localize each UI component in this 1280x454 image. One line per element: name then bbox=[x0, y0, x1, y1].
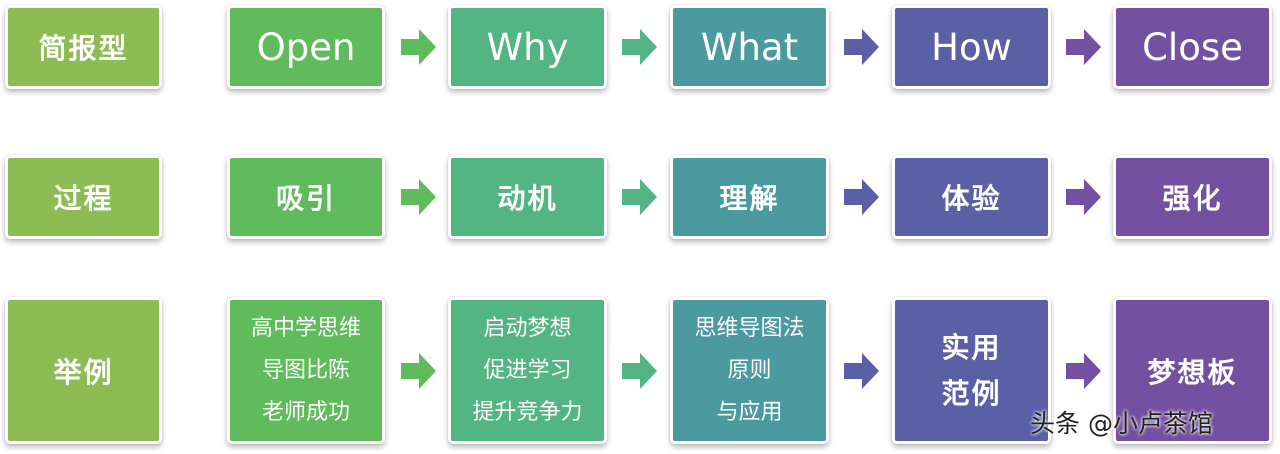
stage-attract: 吸引 bbox=[227, 155, 385, 239]
example-stage-1-line-3: 老师成功 bbox=[261, 399, 350, 425]
stage-open: Open bbox=[227, 5, 385, 89]
arrow-right-icon bbox=[401, 179, 436, 215]
example-stage-2-line-2: 促进学习 bbox=[483, 357, 572, 383]
example-stage-2: 启动梦想 促进学习 提升竞争力 bbox=[448, 297, 607, 444]
example-stage-2-line-1: 启动梦想 bbox=[483, 315, 572, 341]
example-stage-3: 思维导图法 原则 与应用 bbox=[670, 297, 829, 444]
example-stage-4: 实用 范例 bbox=[892, 297, 1051, 444]
example-stage-3-line-3: 与应用 bbox=[716, 399, 783, 425]
example-stage-1: 高中学思维 导图比陈 老师成功 bbox=[227, 297, 385, 444]
row-label-example: 举例 bbox=[5, 297, 162, 444]
example-stage-1-line-2: 导图比陈 bbox=[261, 357, 350, 383]
arrow-right-icon bbox=[1066, 29, 1101, 65]
arrow-right-icon bbox=[622, 353, 657, 389]
example-stage-2-line-3: 提升竞争力 bbox=[472, 399, 583, 425]
arrow-right-icon bbox=[401, 353, 436, 389]
arrow-right-icon bbox=[844, 29, 879, 65]
arrow-right-icon bbox=[622, 29, 657, 65]
arrow-right-icon bbox=[1066, 353, 1101, 389]
stage-reinforce: 强化 bbox=[1113, 155, 1272, 239]
example-stage-4-line-2: 范例 bbox=[941, 376, 1002, 410]
arrow-right-icon bbox=[844, 353, 879, 389]
example-stage-4-line-1: 实用 bbox=[941, 330, 1002, 364]
stage-understand: 理解 bbox=[670, 155, 829, 239]
arrow-right-icon bbox=[401, 29, 436, 65]
arrow-right-icon bbox=[1066, 179, 1101, 215]
example-stage-3-line-2: 原则 bbox=[727, 357, 772, 383]
stage-motivation: 动机 bbox=[448, 155, 607, 239]
watermark: 头条 @小卢茶馆 bbox=[1030, 409, 1213, 438]
stage-close: Close bbox=[1113, 5, 1272, 89]
row-label-briefing: 简报型 bbox=[5, 5, 162, 89]
stage-why: Why bbox=[448, 5, 607, 89]
stage-experience: 体验 bbox=[892, 155, 1051, 239]
arrow-right-icon bbox=[844, 179, 879, 215]
arrow-right-icon bbox=[622, 179, 657, 215]
row-label-process: 过程 bbox=[5, 155, 162, 239]
stage-what: What bbox=[670, 5, 829, 89]
example-stage-3-line-1: 思维导图法 bbox=[694, 315, 805, 341]
example-stage-5: 梦想板 bbox=[1113, 297, 1272, 444]
stage-how: How bbox=[892, 5, 1051, 89]
example-stage-1-line-1: 高中学思维 bbox=[250, 315, 361, 341]
